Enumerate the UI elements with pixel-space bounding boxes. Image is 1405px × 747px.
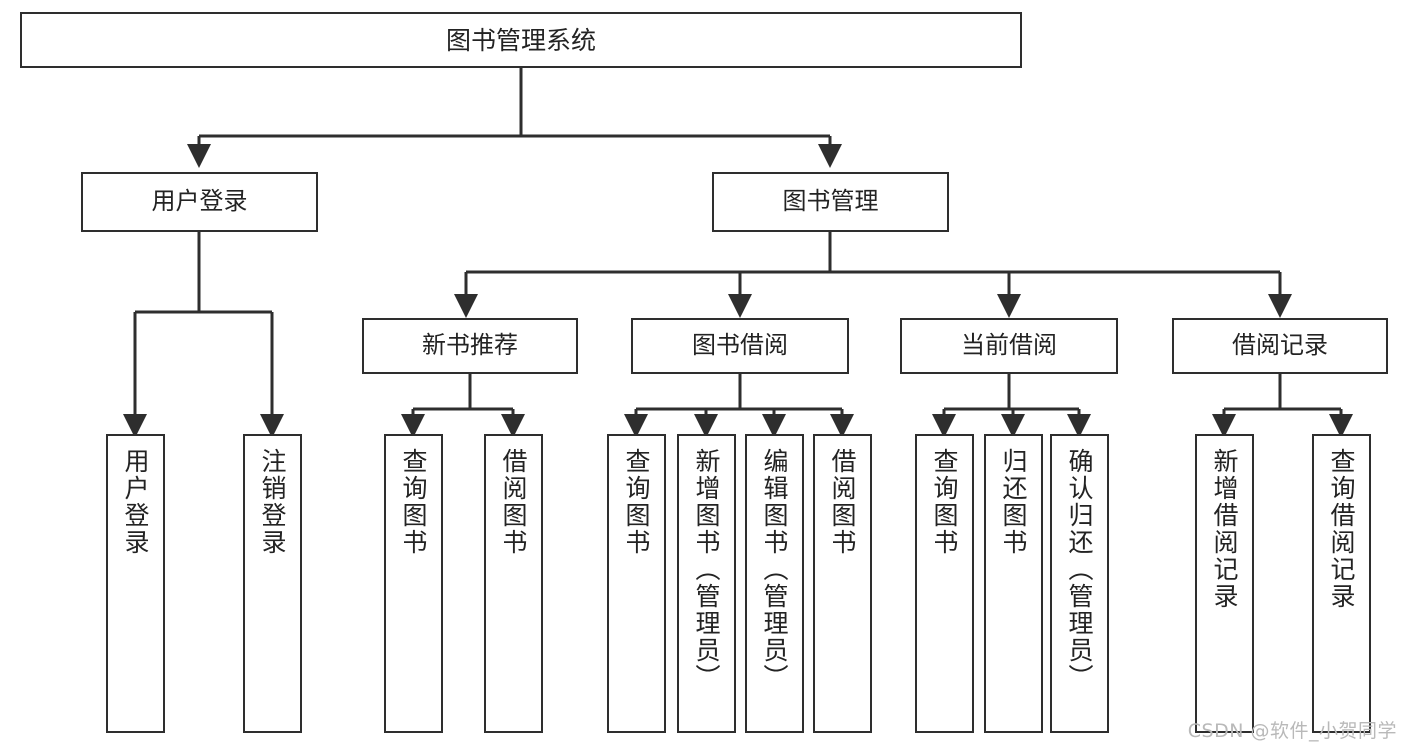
node-root[interactable]: 图书管理系统: [20, 12, 1022, 68]
node-user-login-label: 用户登录: [151, 187, 248, 216]
node-borrow-record[interactable]: 借阅记录: [1172, 318, 1388, 374]
node-new-book-recommend-label: 新书推荐: [422, 331, 518, 360]
node-leaf-add-record-label: 新增借阅记录: [1210, 448, 1239, 610]
node-leaf-borrow-book-1[interactable]: 借阅图书: [484, 434, 543, 733]
node-leaf-borrow-book-2[interactable]: 借阅图书: [813, 434, 872, 733]
node-user-login[interactable]: 用户登录: [81, 172, 318, 232]
node-leaf-confirm-return[interactable]: 确认归还（管理员）: [1050, 434, 1109, 733]
node-leaf-query-book-2-label: 查询图书: [622, 448, 651, 556]
node-leaf-query-book-1-label: 查询图书: [399, 448, 428, 556]
node-leaf-user-login-label: 用户登录: [121, 448, 150, 556]
node-leaf-query-book-1[interactable]: 查询图书: [384, 434, 443, 733]
node-current-borrow[interactable]: 当前借阅: [900, 318, 1118, 374]
node-leaf-query-book-2[interactable]: 查询图书: [607, 434, 666, 733]
node-new-book-recommend[interactable]: 新书推荐: [362, 318, 578, 374]
node-leaf-add-book[interactable]: 新增图书（管理员）: [677, 434, 736, 733]
node-leaf-logout-login-label: 注销登录: [258, 448, 287, 556]
node-leaf-borrow-book-2-label: 借阅图书: [828, 448, 857, 556]
node-leaf-user-login[interactable]: 用户登录: [106, 434, 165, 733]
node-current-borrow-label: 当前借阅: [961, 331, 1057, 360]
node-leaf-borrow-book-1-label: 借阅图书: [499, 448, 528, 556]
node-leaf-edit-book-label: 编辑图书（管理员）: [760, 448, 789, 691]
node-book-manage-label: 图书管理: [782, 187, 879, 216]
node-book-manage[interactable]: 图书管理: [712, 172, 949, 232]
node-leaf-query-book-3-label: 查询图书: [930, 448, 959, 556]
csdn-watermark: CSDN @软件_小贺同学: [1187, 720, 1397, 742]
node-leaf-query-record[interactable]: 查询借阅记录: [1312, 434, 1371, 733]
node-leaf-return-book-label: 归还图书: [999, 448, 1028, 556]
node-leaf-return-book[interactable]: 归还图书: [984, 434, 1043, 733]
node-book-borrow[interactable]: 图书借阅: [631, 318, 849, 374]
node-leaf-add-book-label: 新增图书（管理员）: [692, 448, 721, 691]
node-leaf-add-record[interactable]: 新增借阅记录: [1195, 434, 1254, 733]
node-borrow-record-label: 借阅记录: [1232, 331, 1328, 360]
node-leaf-edit-book[interactable]: 编辑图书（管理员）: [745, 434, 804, 733]
node-leaf-query-book-3[interactable]: 查询图书: [915, 434, 974, 733]
node-book-borrow-label: 图书借阅: [692, 331, 788, 360]
node-leaf-logout-login[interactable]: 注销登录: [243, 434, 302, 733]
node-root-label: 图书管理系统: [445, 25, 596, 55]
node-leaf-query-record-label: 查询借阅记录: [1327, 448, 1356, 610]
node-leaf-confirm-return-label: 确认归还（管理员）: [1065, 448, 1094, 691]
